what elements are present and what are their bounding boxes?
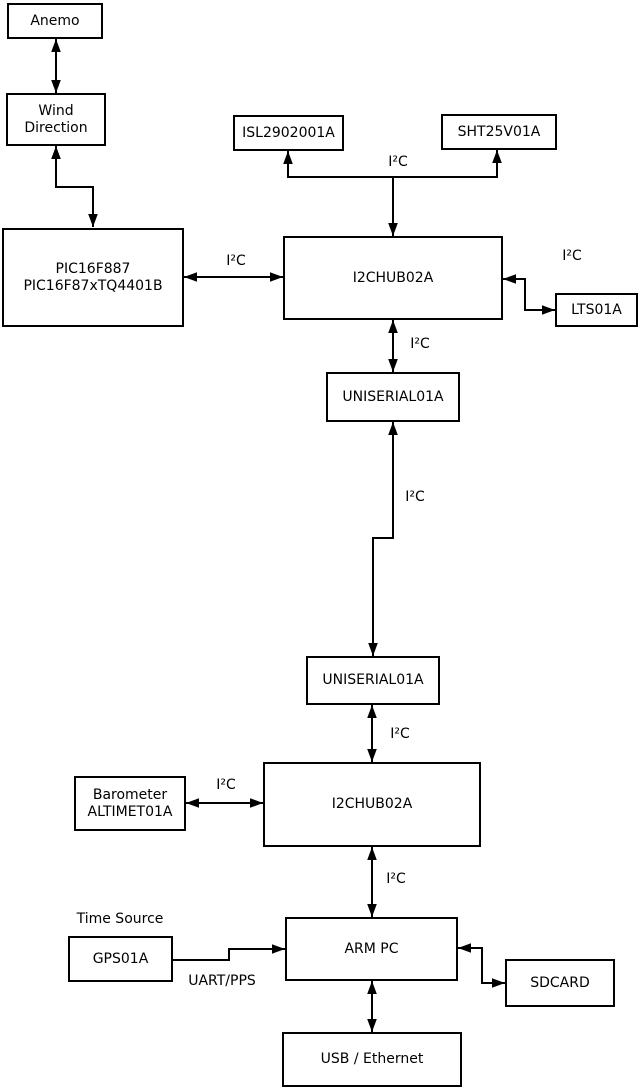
node-arm-pc: ARM PC: [285, 917, 458, 981]
edge-label-i2c-hub-uniserial: I²C: [410, 336, 430, 352]
edge-hub1-lts: [503, 274, 555, 315]
node-i2chub-bottom-label: I2CHUB02A: [331, 796, 413, 813]
edge-wind-pic: [51, 146, 98, 227]
edge-uniserial1-uniserial2: [368, 422, 398, 656]
node-usb-ethernet-label: USB / Ethernet: [320, 1051, 424, 1068]
node-barometer: Barometer ALTIMET01A: [74, 776, 186, 831]
node-barometer-label: Barometer ALTIMET01A: [87, 786, 173, 820]
node-sdcard: SDCARD: [505, 959, 615, 1007]
node-gps-label: GPS01A: [92, 950, 149, 967]
node-isl-label: ISL2902001A: [242, 124, 335, 141]
node-pic-label: PIC16F887 PIC16F87xTQ4401B: [23, 260, 163, 294]
node-sht: SHT25V01A: [441, 114, 557, 150]
node-uniserial-bottom-label: UNISERIAL01A: [322, 672, 424, 689]
node-isl: ISL2902001A: [233, 115, 344, 151]
node-uniserial-top: UNISERIAL01A: [326, 372, 460, 422]
node-sdcard-label: SDCARD: [530, 974, 590, 991]
node-uniserial-top-label: UNISERIAL01A: [342, 388, 444, 405]
node-i2chub-top-label: I2CHUB02A: [352, 269, 434, 286]
edge-gps-armpc: [173, 944, 285, 961]
edge-label-i2c-hub2-armpc: I²C: [386, 871, 406, 887]
node-anemo-label: Anemo: [30, 12, 80, 29]
node-lts-label: LTS01A: [571, 301, 622, 318]
node-sht-label: SHT25V01A: [457, 123, 541, 140]
edge-hub1-sensors-branch: [283, 150, 502, 178]
node-i2chub-top: I2CHUB02A: [283, 236, 503, 320]
node-pic: PIC16F887 PIC16F87xTQ4401B: [2, 228, 184, 327]
edge-label-i2c-barometer-hub2: I²C: [216, 777, 236, 793]
edge-label-i2c-uniserial-link: I²C: [405, 489, 425, 505]
time-source-annotation: Time Source: [76, 911, 164, 927]
node-wind-direction: Wind Direction: [6, 93, 106, 146]
node-i2chub-bottom: I2CHUB02A: [263, 762, 481, 847]
edge-label-uart-pps: UART/PPS: [188, 973, 256, 989]
node-lts: LTS01A: [555, 293, 638, 327]
node-uniserial-bottom: UNISERIAL01A: [306, 656, 440, 705]
edge-label-i2c-sensors: I²C: [388, 154, 408, 170]
node-anemo: Anemo: [7, 3, 103, 39]
node-usb-ethernet: USB / Ethernet: [282, 1032, 462, 1087]
edge-label-i2c-hub-lts: I²C: [562, 248, 582, 264]
node-gps: GPS01A: [68, 936, 173, 982]
edge-label-i2c-pic-hub: I²C: [226, 253, 246, 269]
edge-label-i2c-uniserial-hub2: I²C: [390, 726, 410, 742]
edge-armpc-sdcard: [458, 943, 505, 988]
node-wind-direction-label: Wind Direction: [24, 102, 88, 136]
node-arm-pc-label: ARM PC: [344, 940, 399, 957]
